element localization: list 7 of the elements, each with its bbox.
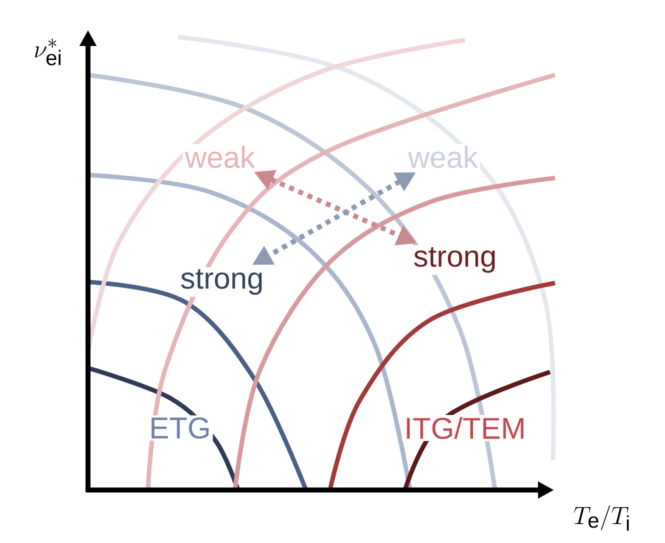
region-label: ITG/TEM bbox=[402, 414, 528, 441]
axis-label: $\nu^*_{\mathrm{ei}}$ bbox=[34, 38, 61, 66]
region-label: strong bbox=[178, 267, 266, 297]
axis-label: $T_{\mathrm{e}}/T_{\mathrm{i}}$ bbox=[574, 505, 629, 531]
region-label: strong bbox=[411, 245, 499, 275]
region-label: ETG bbox=[147, 415, 213, 441]
region-label: weak bbox=[182, 144, 258, 170]
